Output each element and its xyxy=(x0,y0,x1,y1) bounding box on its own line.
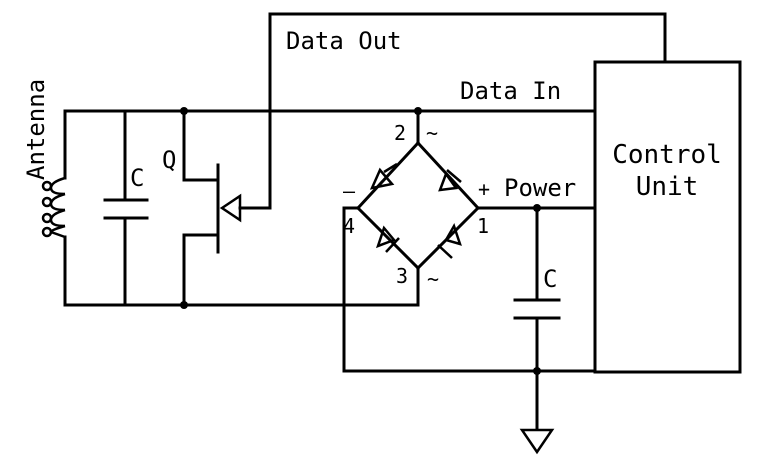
node-3-ac-label: ~ xyxy=(427,267,439,291)
cap-right-label: C xyxy=(543,265,557,293)
node-1-label: 1 xyxy=(477,214,489,238)
node-2-label: 2 xyxy=(394,121,406,145)
plus-label: + xyxy=(478,177,490,201)
power-label: Power xyxy=(504,174,576,202)
node-4-label: 4 xyxy=(343,214,355,238)
transistor-q xyxy=(180,107,242,309)
minus-label: – xyxy=(343,179,356,203)
cap-left-label: C xyxy=(130,164,144,192)
data-out-label: Data Out xyxy=(286,27,402,55)
data-in-label: Data In xyxy=(460,77,561,105)
bridge-rectifier xyxy=(355,107,481,307)
negative-wire xyxy=(342,206,539,373)
data-out-wire xyxy=(238,12,667,210)
transistor-label: Q xyxy=(162,146,176,174)
control-unit-box xyxy=(593,60,742,374)
diode-d3 xyxy=(375,225,400,253)
control-unit-label-line1: Control xyxy=(612,140,722,170)
diode-d4 xyxy=(437,222,462,259)
antenna-label: Antenna xyxy=(22,79,50,180)
ground-symbol xyxy=(519,428,555,455)
node-3-label: 3 xyxy=(396,264,408,288)
diode-d2 xyxy=(438,169,462,192)
antenna-coil xyxy=(41,176,66,239)
control-unit-label-line2: Unit xyxy=(636,172,699,202)
diode-d1 xyxy=(369,162,398,190)
node-2-ac-label: ~ xyxy=(426,121,438,145)
